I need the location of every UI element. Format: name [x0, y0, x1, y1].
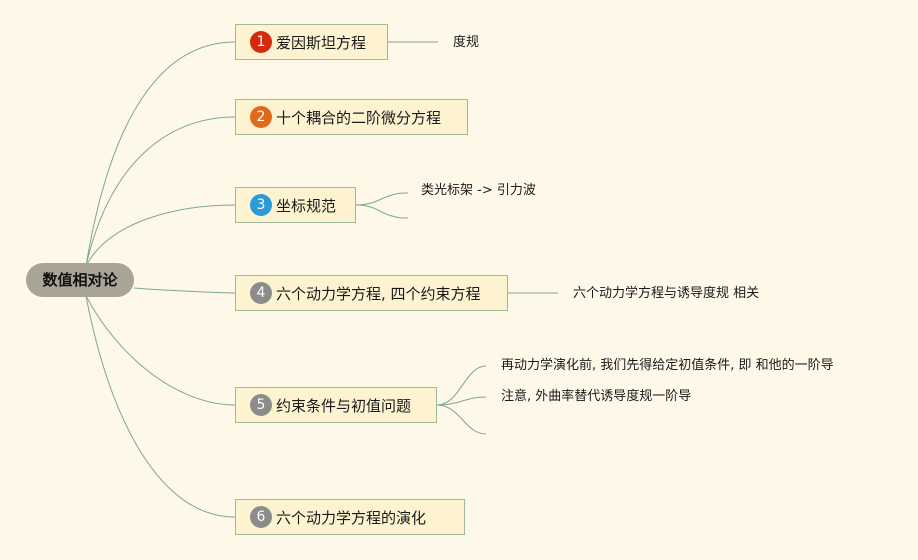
link-topic-5-sub-2 — [436, 396, 487, 406]
topic-3[interactable]: 3 坐标规范 — [235, 187, 356, 223]
topic-3-label: 坐标规范 — [276, 196, 337, 215]
topic-4-sub-1[interactable]: 六个动力学方程与诱导度规 相关 — [573, 286, 760, 301]
topic-5[interactable]: 5 约束条件与初值问题 — [235, 387, 437, 423]
number-badge-3: 3 — [250, 194, 272, 216]
link-topic-3-sub-1 — [355, 192, 409, 206]
topic-1-label: 爱因斯坦方程 — [276, 33, 367, 52]
topic-1-sub-1[interactable]: 度规 — [453, 35, 480, 50]
link-root-topic-2 — [85, 116, 236, 267]
link-root-topic-1 — [85, 41, 236, 267]
central-topic[interactable]: 数值相对论 — [26, 263, 134, 297]
number-badge-4: 4 — [250, 282, 272, 304]
topic-2-label: 十个耦合的二阶微分方程 — [276, 108, 442, 127]
topic-4-label: 六个动力学方程, 四个约束方程 — [276, 284, 481, 303]
topic-3-sub-1[interactable]: 类光标架 -> 引力波 — [421, 183, 536, 198]
topic-6-label: 六个动力学方程的演化 — [276, 508, 427, 527]
link-root-topic-5 — [85, 295, 236, 406]
topic-1[interactable]: 1 爱因斯坦方程 — [235, 24, 388, 60]
topic-5-sub-2[interactable]: 注意, 外曲率替代诱导度规一阶导 — [501, 389, 692, 404]
topic-4[interactable]: 4 六个动力学方程, 四个约束方程 — [235, 275, 508, 311]
number-badge-1: 1 — [250, 31, 272, 53]
link-topic-3-sub-2 — [355, 204, 409, 219]
topic-6[interactable]: 6 六个动力学方程的演化 — [235, 499, 465, 535]
link-root-topic-6 — [85, 295, 236, 518]
number-badge-6: 6 — [250, 506, 272, 528]
link-topic-5-sub-3 — [436, 404, 487, 435]
number-badge-2: 2 — [250, 106, 272, 128]
number-badge-5: 5 — [250, 394, 272, 416]
topic-5-sub-1[interactable]: 再动力学演化前, 我们先得给定初值条件, 即 和他的一阶导 — [501, 358, 834, 373]
topic-2[interactable]: 2 十个耦合的二阶微分方程 — [235, 99, 468, 135]
link-root-topic-3 — [85, 204, 236, 267]
link-topic-5-sub-1 — [436, 365, 487, 406]
link-root-topic-4 — [133, 287, 236, 294]
topic-5-label: 约束条件与初值问题 — [276, 396, 412, 415]
